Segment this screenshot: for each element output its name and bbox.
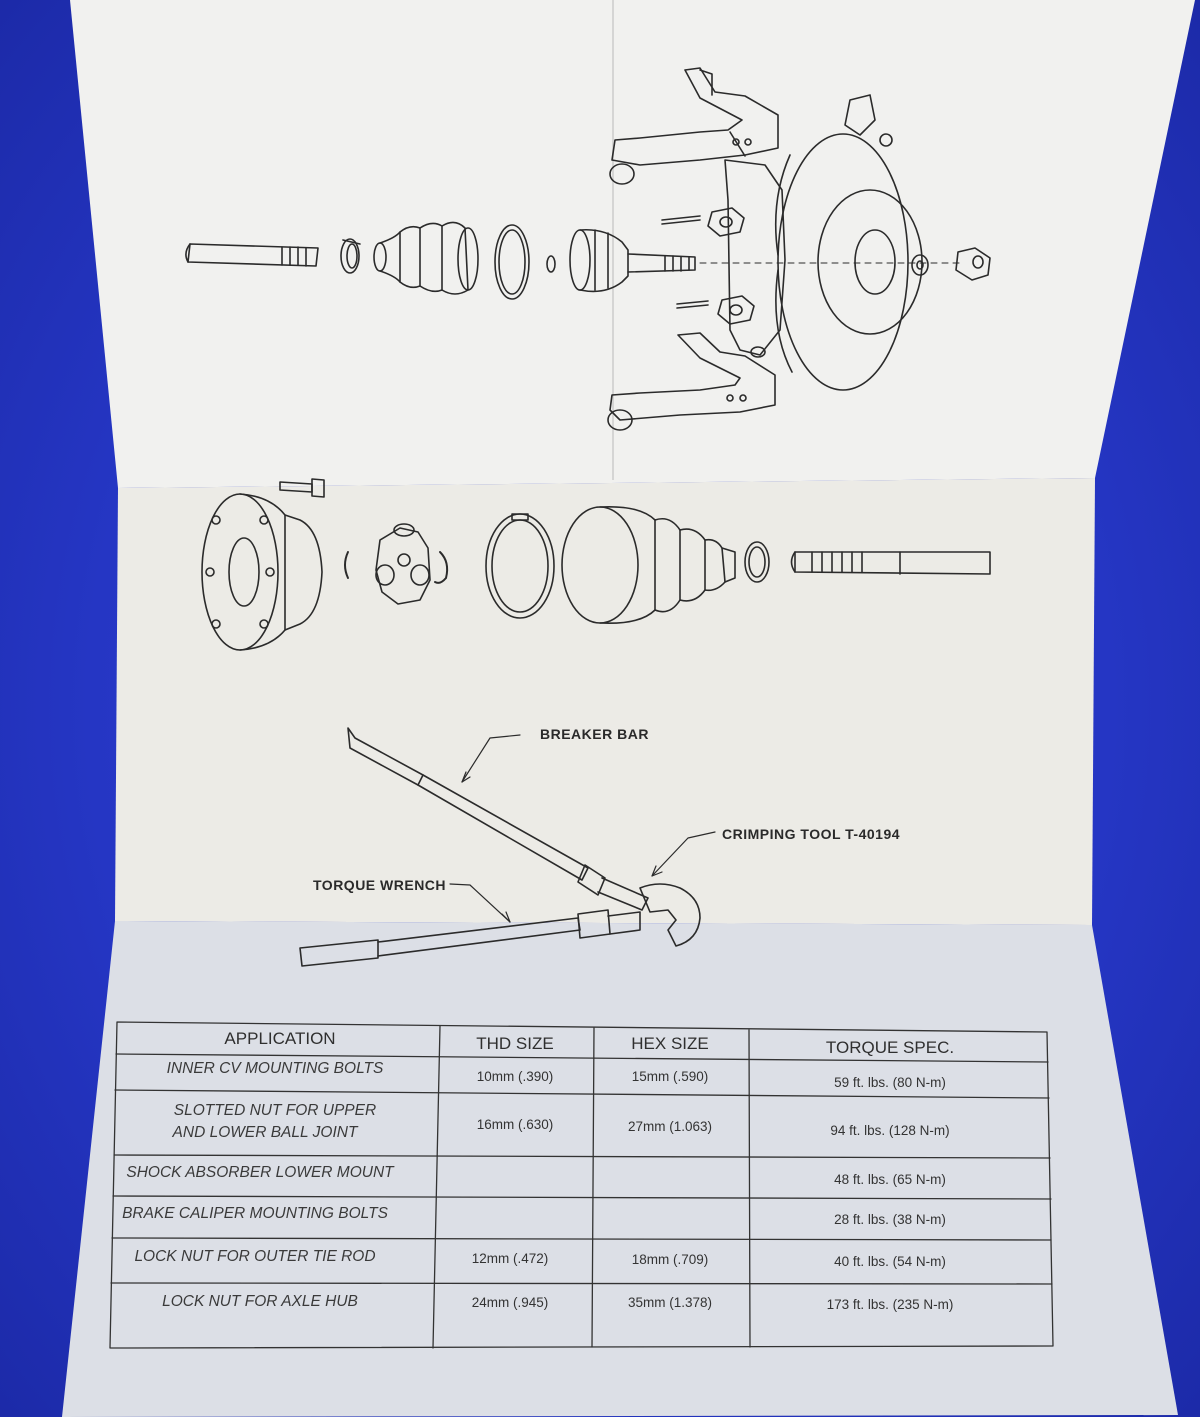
inner-cv-housing [201,493,323,651]
castle-nuts [707,207,755,325]
crimping-tool-head [639,883,701,947]
small-clamp [340,238,361,274]
row-4-application: BRAKE CALIPER MOUNTING BOLTS [122,1205,388,1222]
mounting-bolt [279,478,325,498]
row-1-application: INNER CV MOUNTING BOLTS [166,1060,384,1077]
outer-axle-shaft [185,243,319,267]
row-3-torque: 48 ft. lbs. (65 N-m) [834,1172,946,1187]
leader-lines [449,734,716,923]
row-2-thd: 16mm (.630) [476,1117,554,1132]
snap-ring-top [546,255,556,273]
breaker-bar-label: BREAKER BAR [540,726,649,742]
row-5-thd: 12mm (.472) [471,1251,549,1266]
row-2-application: SLOTTED NUT FOR UPPER [173,1102,377,1119]
row-2-application-line2: AND LOWER BALL JOINT [172,1124,358,1141]
row-4-torque: 28 ft. lbs. (38 N-m) [834,1212,946,1227]
row-5-application: LOCK NUT FOR OUTER TIE ROD [134,1248,376,1265]
tripod-spider [375,523,431,605]
torque-wrench [299,909,641,967]
row-1-hex: 15mm (.590) [631,1069,709,1084]
row-2-hex: 27mm (1.063) [627,1119,713,1134]
row-1-torque: 59 ft. lbs. (80 N-m) [834,1075,946,1090]
torque-wrench-label: TORQUE WRENCH [313,877,447,893]
header-application: APPLICATION [224,1029,336,1048]
outer-cv-boot [373,221,479,295]
outer-cv-joint [569,228,696,293]
row-3-application: SHOCK ABSORBER LOWER MOUNT [126,1164,394,1181]
upper-control-arm [609,67,779,185]
row-6-hex: 35mm (1.378) [627,1295,713,1310]
row-2-torque: 94 ft. lbs. (128 N-m) [830,1123,950,1138]
row-6-torque: 173 ft. lbs. (235 N-m) [826,1297,954,1312]
inner-snap-rings [344,551,449,584]
brake-rotor [774,133,923,391]
inner-cv-boot [561,505,736,625]
row-6-thd: 24mm (.945) [471,1295,549,1310]
large-boot-clamp-top [494,224,530,300]
header-hex-size: HEX SIZE [631,1034,709,1053]
row-5-torque: 40 ft. lbs. (54 N-m) [834,1254,946,1269]
header-thd-size: THD SIZE [476,1034,554,1053]
washer-and-axle-nut [911,247,991,281]
row-5-hex: 18mm (.709) [631,1252,709,1267]
large-boot-clamp-middle [485,513,555,619]
breaker-bar [347,727,649,911]
steering-knuckle [724,94,893,356]
crimping-tool-label: CRIMPING TOOL T-40194 [722,826,901,842]
cotter-pins [661,215,709,309]
inner-axle-shaft [790,551,991,575]
spec-table-grid [109,1021,1054,1349]
vertical-fold-crease [612,0,614,480]
small-clamp-middle [744,541,770,583]
row-1-thd: 10mm (.390) [476,1069,554,1084]
header-torque-spec: TORQUE SPEC. [825,1038,955,1057]
row-6-application: LOCK NUT FOR AXLE HUB [162,1293,358,1310]
